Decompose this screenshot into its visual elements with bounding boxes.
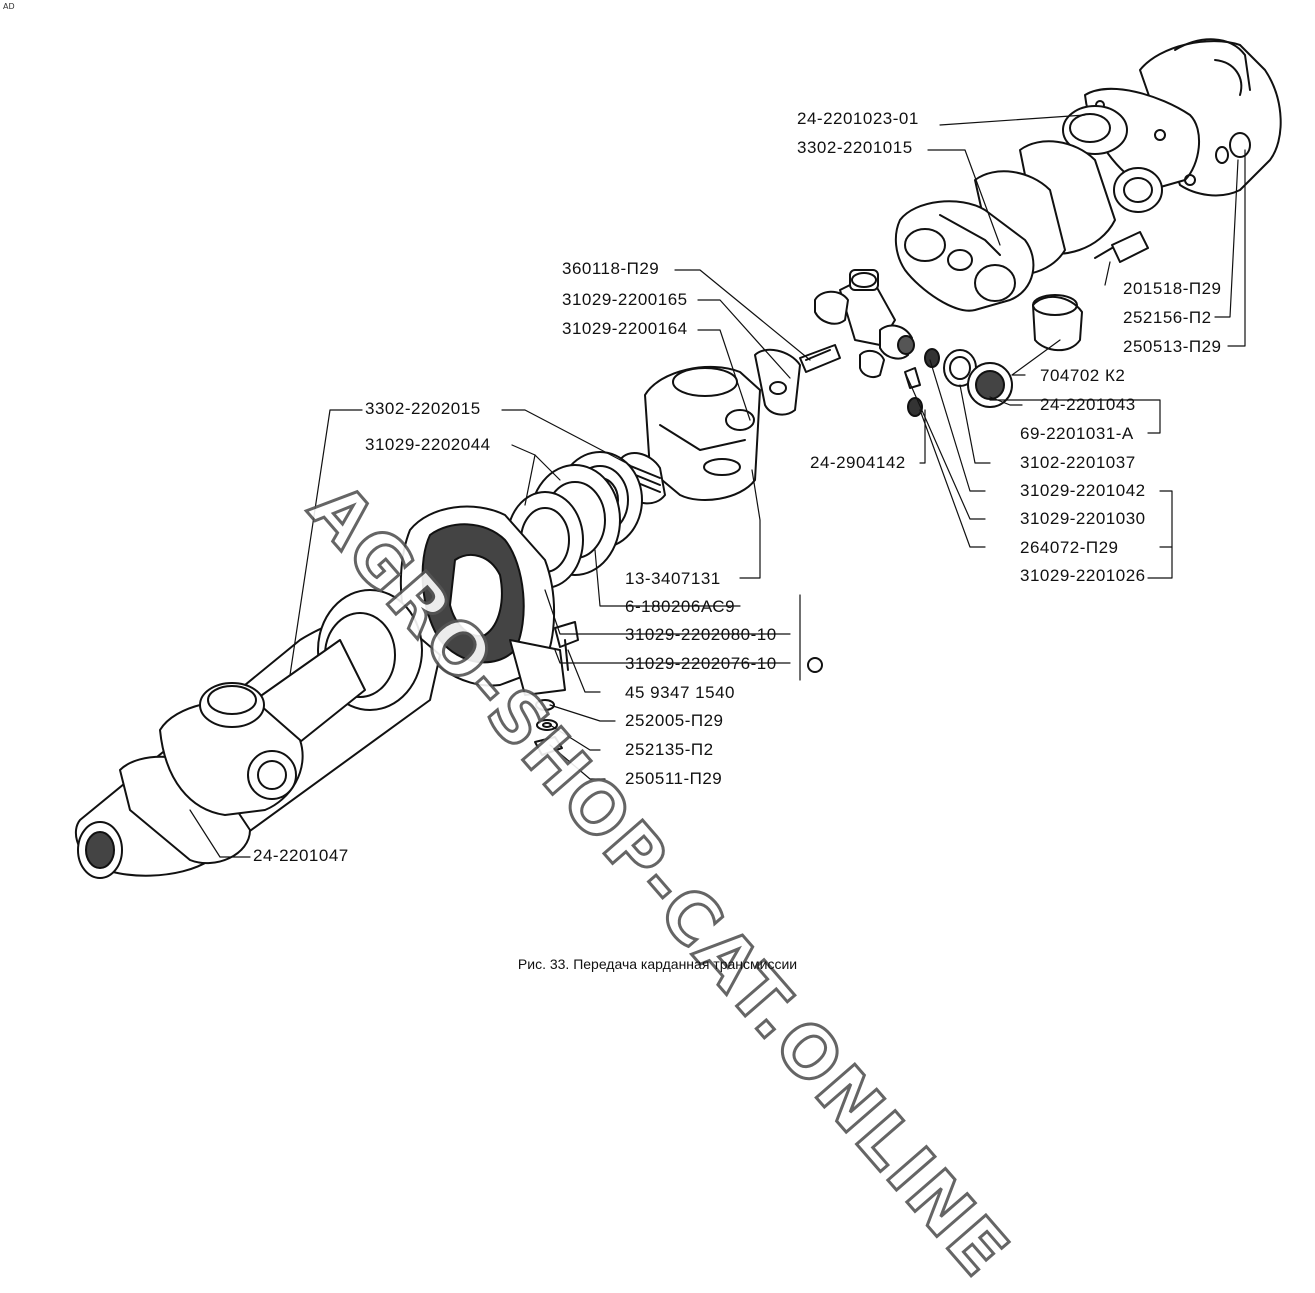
label-250511-P29: 250511-П29: [625, 769, 723, 788]
label-31029-2202080-10: 31029-2202080-10: [625, 625, 777, 644]
label-250513-P29: 250513-П29: [1123, 337, 1222, 356]
label-6-180206AC9: 6-180206АС9: [625, 597, 736, 616]
label-360118-P29: 360118-П29: [562, 259, 660, 278]
figure-caption: Рис. 33. Передача карданная трансмиссии: [517, 956, 798, 972]
rear-shaft-assembly: [894, 38, 1282, 352]
label-45-9347-1540: 45 9347 1540: [625, 683, 735, 702]
label-31029-2201026: 31029-2201026: [1020, 566, 1146, 585]
label-31029-2202044: 31029-2202044: [365, 435, 491, 454]
label-3302-2201015: 3302-2201015: [797, 138, 913, 157]
label-264072-P29: 264072-П29: [1020, 538, 1119, 557]
washers: [534, 699, 563, 756]
label-13-3407131: 13-3407131: [625, 569, 721, 588]
corner-mark: AD: [3, 2, 15, 11]
label-31029-2200165: 31029-2200165: [562, 290, 688, 309]
label-24-2201043: 24-2201043: [1040, 395, 1136, 414]
cardan-transmission-diagram: [74, 38, 1282, 879]
label-31029-2201030: 31029-2201030: [1020, 509, 1146, 528]
label-704702-K2: 704702 К2: [1040, 366, 1126, 385]
label-3102-2201037: 3102-2201037: [1020, 453, 1136, 472]
label-252005-P29: 252005-П29: [625, 711, 724, 730]
label-31029-2200164: 31029-2200164: [562, 319, 688, 338]
label-252135-P2: 252135-П2: [625, 740, 714, 759]
label-24-2904142: 24-2904142: [810, 453, 906, 472]
label-24-2201023-01: 24-2201023-01: [797, 109, 919, 128]
label-31029-2201042: 31029-2201042: [1020, 481, 1146, 500]
label-201518-P29: 201518-П29: [1123, 279, 1222, 298]
front-shaft-assembly: [74, 589, 441, 879]
label-24-2201047: 24-2201047: [253, 846, 349, 865]
cross-spider: [799, 269, 915, 378]
seal-stack: [904, 348, 1013, 417]
leader-lines: [189, 114, 1246, 858]
label-31029-2202076-10: 31029-2202076-10: [625, 654, 777, 673]
label-252156-P2: 252156-П2: [1123, 308, 1212, 327]
label-3302-2202015: 3302-2202015: [365, 399, 481, 418]
ref-marker: [807, 657, 823, 673]
center-support: [399, 505, 579, 696]
label-69-2201031-A: 69-2201031-А: [1020, 424, 1134, 443]
